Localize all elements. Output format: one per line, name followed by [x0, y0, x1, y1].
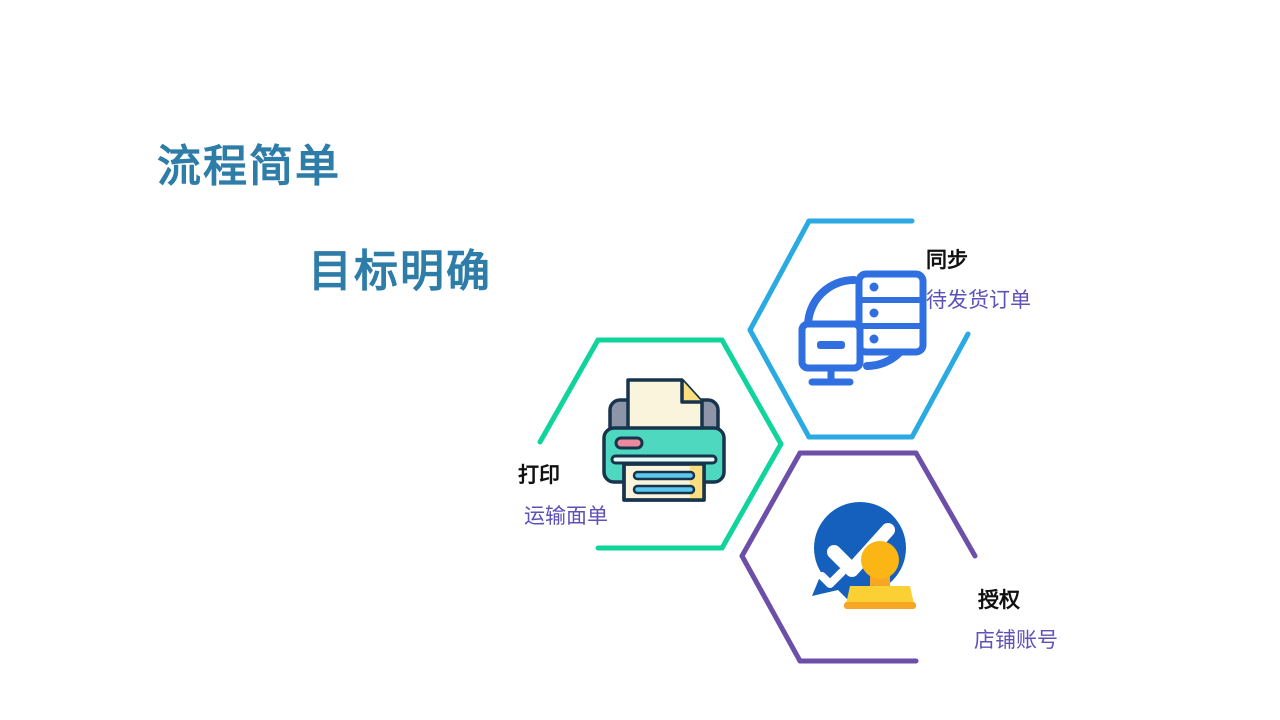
hexagon-print-edge-upper-left	[537, 337, 601, 445]
printer-icon	[602, 378, 726, 502]
node-title-authorize: 授权	[978, 589, 1020, 612]
hexagon-sync-edge-lower-left	[747, 327, 812, 440]
hexagon-authorize[interactable]	[739, 450, 978, 664]
node-subtitle-sync: 待发货订单	[926, 289, 1031, 312]
hexagon-authorize-edge-upper-right	[913, 450, 978, 559]
node-subtitle-print: 运输面单	[524, 505, 608, 528]
server-sync-icon	[798, 270, 927, 386]
hexagon-print[interactable]	[537, 337, 784, 551]
page-title-line-2: 目标明确	[308, 247, 492, 296]
hexagon-sync-edge-upper-left	[747, 218, 812, 333]
node-subtitle-authorize: 店铺账号	[974, 629, 1058, 652]
hexagon-print-edge-lower-right	[719, 441, 784, 551]
hexagon-authorize-edge-lower-left	[739, 553, 803, 664]
page-title-line-1: 流程简单	[157, 142, 341, 191]
node-title-sync: 同步	[926, 249, 968, 272]
hexagon-sync-edge-lower-right	[909, 331, 971, 440]
hexagon-authorize-edge-upper-left	[739, 450, 803, 559]
node-title-print: 打印	[518, 464, 560, 487]
hexagon-sync[interactable]	[747, 218, 971, 440]
verified-stamp-icon	[812, 502, 916, 609]
hexagon-print-edge-upper-right	[719, 337, 784, 447]
